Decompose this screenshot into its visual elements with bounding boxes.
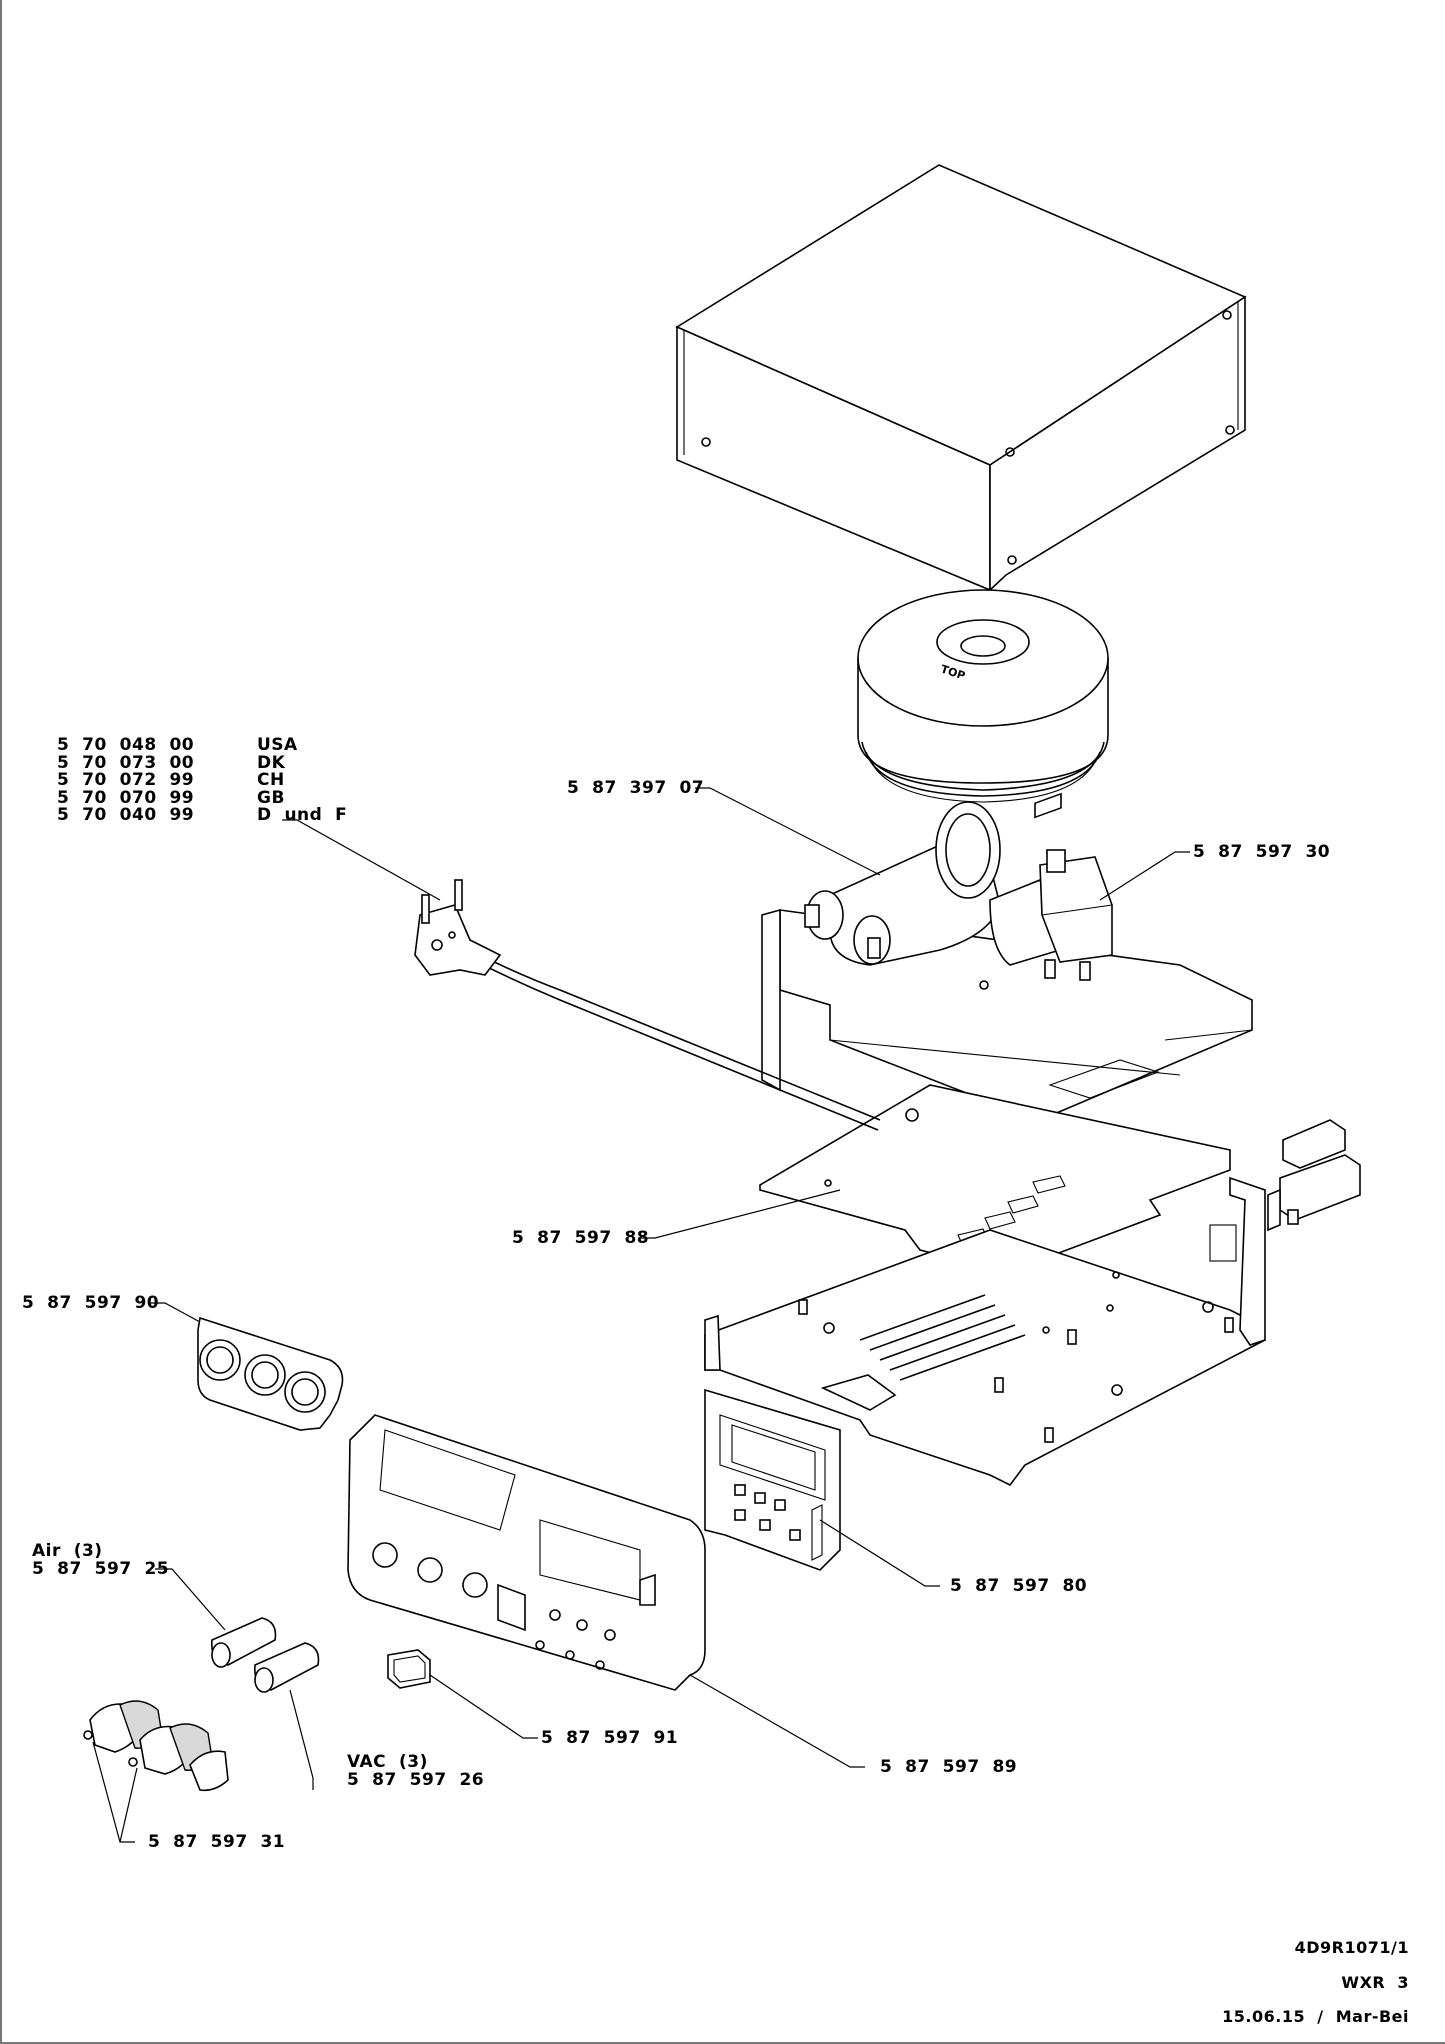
callout-main-pcb: 5 87 597 88 <box>512 1228 650 1248</box>
callout-vac-label: VAC (3) <box>347 1752 428 1772</box>
callout-knobs: 5 87 597 31 <box>148 1832 286 1852</box>
mains-socket <box>1267 1119 1361 1232</box>
power-plug-icon <box>414 879 881 1131</box>
plug-variant-row: 5 70 040 99 D und F <box>57 805 348 825</box>
plug-part-number: 5 70 072 99 <box>57 770 195 790</box>
callout-switch: 5 87 597 91 <box>541 1728 679 1748</box>
drawing-number: 4D9R1071/1 <box>1294 1938 1409 1957</box>
housing-cover <box>675 164 1247 592</box>
front-panel <box>347 1414 706 1691</box>
knob-set <box>83 1700 229 1792</box>
plug-country: USA <box>257 735 298 755</box>
callout-front-panel: 5 87 597 89 <box>880 1757 1018 1777</box>
rocker-switch <box>387 1649 431 1689</box>
plug-variant-list: 5 70 048 00 USA 5 70 073 00 DK 5 70 072 … <box>57 735 348 825</box>
base-chassis <box>704 1176 1266 1487</box>
callout-socket-panel: 5 87 597 90 <box>22 1293 160 1313</box>
callout-air-label: Air (3) <box>32 1541 103 1561</box>
callout-pump: 5 87 397 07 <box>567 778 705 798</box>
model-name: WXR 3 <box>1341 1973 1409 1992</box>
plug-part-number: 5 70 070 99 <box>57 787 195 808</box>
plug-part-number: 5 70 073 00 <box>57 752 195 773</box>
plug-part-number: 5 70 040 99 <box>57 805 195 825</box>
callout-valve: 5 87 597 30 <box>1193 842 1331 862</box>
plug-variant-row: 5 70 070 99 GB <box>57 787 347 808</box>
plug-country: D und F <box>257 805 348 825</box>
plug-part-number: 5 70 048 00 <box>57 735 195 755</box>
plug-country: GB <box>257 787 285 808</box>
plug-variant-row: 5 70 072 99 CH <box>57 770 347 790</box>
callout-air-part: 5 87 597 25 <box>32 1559 170 1579</box>
date-author: 15.06.15 / Mar-Bei <box>1222 2007 1409 2026</box>
display-pcb <box>704 1388 841 1571</box>
socket-panel <box>197 1316 344 1431</box>
air-tube <box>211 1617 277 1668</box>
leader-lines <box>92 787 1190 1843</box>
plug-variant-row: 5 70 048 00 USA <box>57 735 347 755</box>
vac-tube <box>254 1642 320 1693</box>
toroidal-transformer-icon: TOP <box>857 589 1109 803</box>
callout-display-pcb: 5 87 597 80 <box>950 1576 1088 1596</box>
plug-country: CH <box>257 770 285 790</box>
main-pcb <box>759 792 1231 1282</box>
callout-vac-part: 5 87 597 26 <box>347 1770 485 1790</box>
pump-assembly <box>761 801 1253 1152</box>
plug-variant-row: 5 70 073 00 DK <box>57 752 347 773</box>
plug-country: DK <box>257 752 286 773</box>
